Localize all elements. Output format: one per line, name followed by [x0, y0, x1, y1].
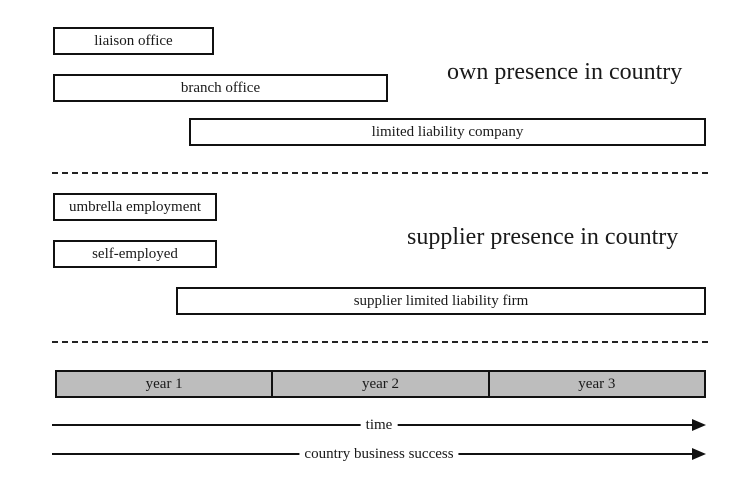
- time-arrow-label: time: [360, 416, 398, 434]
- liaison-office-box: liaison office: [53, 27, 214, 55]
- year-bar: year 1 year 2 year 3: [55, 370, 706, 398]
- section-divider-top: [52, 172, 708, 174]
- branch-office-box: branch office: [53, 74, 388, 102]
- arrow-right-icon: [692, 448, 706, 460]
- branch-office-label: branch office: [180, 79, 261, 96]
- time-arrow: time: [52, 416, 706, 434]
- limited-liability-company-label: limited liability company: [371, 123, 524, 140]
- country-business-success-arrow: country business success: [52, 445, 706, 463]
- year-2-label: year 2: [361, 375, 400, 392]
- arrow-right-icon: [692, 419, 706, 431]
- limited-liability-company-box: limited liability company: [189, 118, 706, 146]
- supplier-limited-liability-firm-box: supplier limited liability firm: [176, 287, 706, 315]
- umbrella-employment-box: umbrella employment: [53, 193, 217, 221]
- supplier-presence-heading: supplier presence in country: [407, 224, 679, 250]
- liaison-office-label: liaison office: [94, 32, 173, 49]
- self-employed-box: self-employed: [53, 240, 217, 268]
- section-divider-bottom: [52, 341, 708, 343]
- supplier-limited-liability-firm-label: supplier limited liability firm: [353, 292, 529, 309]
- own-presence-heading: own presence in country: [447, 59, 683, 85]
- self-employed-label: self-employed: [92, 245, 178, 262]
- year-2-cell: year 2: [273, 372, 490, 396]
- year-1-label: year 1: [145, 375, 183, 392]
- year-3-label: year 3: [578, 375, 616, 392]
- country-business-success-arrow-label: country business success: [299, 445, 459, 463]
- umbrella-employment-label: umbrella employment: [68, 198, 202, 215]
- year-3-cell: year 3: [490, 372, 704, 396]
- year-1-cell: year 1: [57, 372, 274, 396]
